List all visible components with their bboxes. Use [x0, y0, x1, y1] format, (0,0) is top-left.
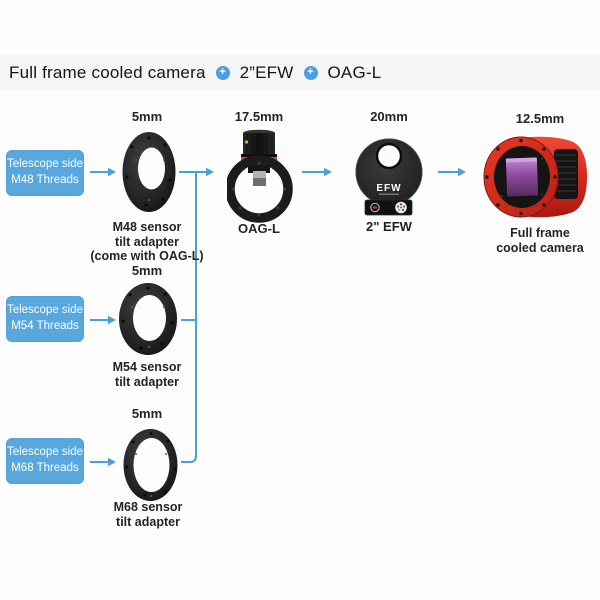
oag-screws — [231, 161, 287, 217]
prism-top — [253, 171, 266, 178]
prism-bottom — [253, 178, 266, 186]
caption-line: (come with OAG-L) — [90, 249, 204, 263]
caption-line: M54 sensor — [112, 360, 182, 374]
caption-line: tilt adapter — [116, 514, 180, 529]
plus-icon: + — [215, 65, 230, 80]
badge-telescope-m68: Telescope side M68 Threads — [6, 438, 84, 484]
caption-line: M68 sensor — [113, 500, 183, 514]
page-title-camera: Full frame cooled camera — [9, 62, 206, 82]
filter-wheel-icon — [395, 201, 407, 214]
m54-tilt-adapter-image — [119, 283, 177, 355]
oagl-label: OAG-L — [238, 221, 280, 236]
plus-icon: + — [303, 65, 318, 80]
connector-trunk — [181, 173, 197, 463]
oagl-image — [227, 129, 293, 223]
page-title-efw: 2”EFW — [239, 62, 294, 82]
caption-line: M48 sensor — [112, 220, 182, 234]
title-bar: Full frame cooled camera + 2”EFW + OAG-L — [0, 55, 600, 90]
efw-disc — [355, 138, 423, 206]
oag-ring — [227, 155, 293, 223]
badge-line: Telescope side — [6, 446, 84, 459]
front-ring-bolts — [485, 138, 557, 216]
badge-line: M68 Threads — [11, 462, 79, 474]
zwo-logo-icon — [370, 202, 380, 213]
caption-line: cooled camera — [496, 240, 584, 255]
m68-size-label: 5mm — [131, 406, 163, 421]
m68-tilt-adapter-image — [123, 429, 178, 501]
caption-line: tilt adapter — [115, 234, 179, 249]
badge-line: M48 Threads — [11, 174, 79, 186]
efw-subtext-line — [379, 193, 399, 195]
m54-adapter-caption: M54 sensor tilt adapter — [72, 360, 222, 389]
badge-line: Telescope side — [6, 158, 84, 171]
efw-image: EFW — [355, 138, 423, 216]
prism-stalk — [248, 165, 270, 173]
screw-holes — [125, 432, 177, 497]
screw-holes — [125, 136, 172, 207]
camera-size-label: 12.5mm — [515, 111, 565, 126]
badge-telescope-m54: Telescope side M54 Threads — [6, 296, 84, 342]
indicator-dot — [244, 140, 249, 144]
screw-holes — [121, 286, 174, 350]
sensor-window — [505, 157, 539, 197]
helical-focuser — [243, 133, 275, 154]
page-title-oagl: OAG-L — [327, 62, 382, 82]
m48-adapter-caption: M48 sensor tilt adapter (come with OAG-L… — [72, 220, 222, 264]
m54-size-label: 5mm — [131, 263, 163, 278]
efw-label: 2" EFW — [366, 219, 412, 234]
m48-size-label: 5mm — [131, 109, 163, 124]
caption-line: tilt adapter — [115, 374, 179, 389]
camera-label: Full frame cooled camera — [465, 226, 600, 255]
m68-adapter-caption: M68 sensor tilt adapter — [73, 500, 223, 529]
badge-telescope-m48: Telescope side M48 Threads — [6, 150, 84, 196]
badge-line: M54 Threads — [11, 320, 79, 332]
oagl-size-label: 17.5mm — [234, 109, 284, 124]
m48-tilt-adapter-image — [122, 132, 176, 212]
camera-image — [483, 136, 587, 218]
filter-opening — [375, 142, 403, 170]
efw-device-text: EFW — [376, 183, 401, 194]
badge-line: Telescope side — [6, 304, 84, 317]
efw-size-label: 20mm — [370, 109, 408, 124]
caption-line: Full frame — [510, 226, 570, 240]
